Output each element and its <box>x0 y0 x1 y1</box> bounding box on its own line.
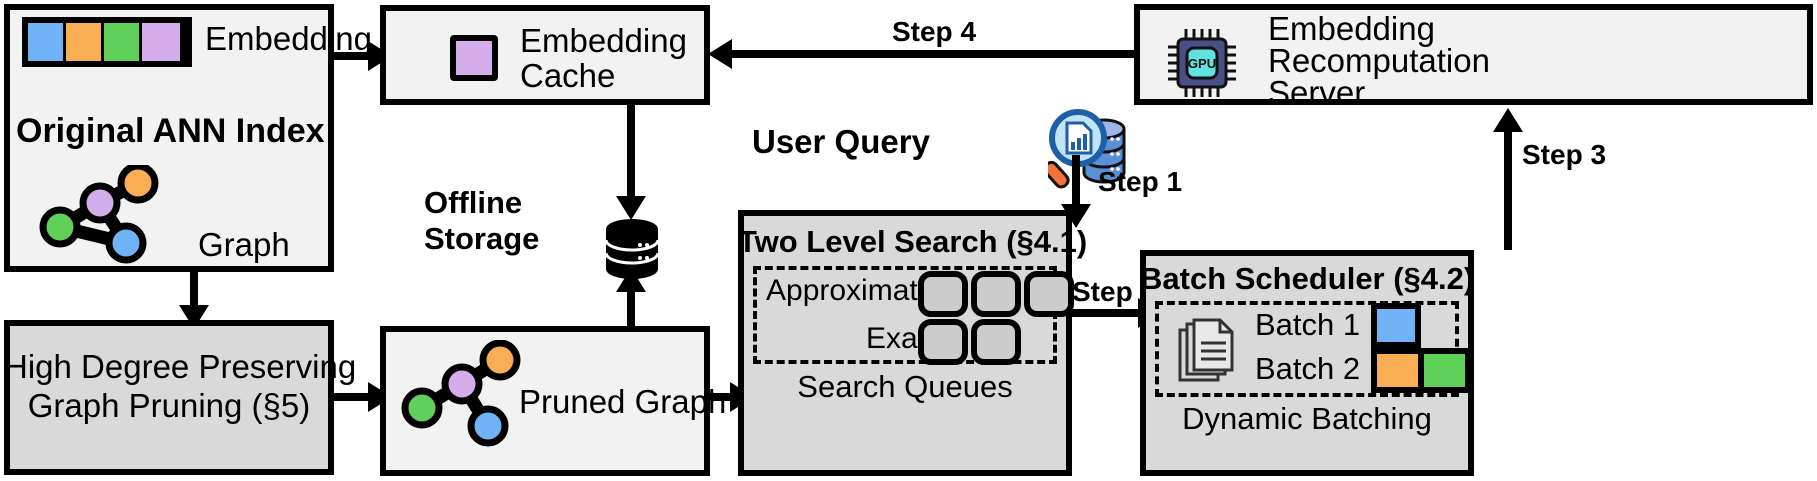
embedding-cache-box <box>380 5 710 105</box>
search-queues-footer: Search Queues <box>797 369 1013 404</box>
embedding-cache-line2: Cache <box>520 57 616 94</box>
graph-pruning-line2: Graph Pruning (§5) <box>27 387 311 424</box>
two-level-search-title: Two Level Search (§4.1) <box>738 224 1088 259</box>
arrow-step1-shaft <box>1072 155 1080 207</box>
original-graph-icon <box>39 165 159 264</box>
embedding-cell-blue <box>28 23 66 61</box>
gpu-icon-text: GPU <box>1188 56 1216 71</box>
approximate-label: Approximate <box>766 274 935 307</box>
recomputation-server-line2: Recomputation <box>1268 42 1490 79</box>
arrow-cache-to-storage-shaft <box>627 105 635 199</box>
embedding-cell-green <box>104 23 142 61</box>
step1-label: Step 1 <box>1098 166 1183 197</box>
arrow-pruned-to-storage-head <box>616 268 646 292</box>
original-ann-index-title: Original ANN Index <box>16 112 325 150</box>
queue-slot[interactable] <box>971 319 1021 365</box>
queue-slot[interactable] <box>918 319 968 365</box>
arrow-step4-head <box>708 39 732 69</box>
arrow-index-to-cache-shaft <box>334 52 372 60</box>
arrow-index-to-pruning-shaft <box>190 272 198 308</box>
arrow-step3-shaft <box>1504 130 1512 250</box>
arrow-pruned-to-search-shaft <box>710 393 736 401</box>
pruned-graph-label: Pruned Graph <box>519 383 727 420</box>
embedding-cell-orange <box>66 23 104 61</box>
batch-scheduler-title: Batch Scheduler (§4.2) <box>1140 261 1475 296</box>
arrow-step3-head <box>1493 108 1523 132</box>
batch-2-label: Batch 2 <box>1255 351 1361 386</box>
queue-slot[interactable] <box>918 271 968 317</box>
arrow-step2-shaft <box>1072 309 1144 317</box>
document-stack-icon <box>1178 318 1234 382</box>
dynamic-batching-footer: Dynamic Batching <box>1182 401 1432 436</box>
step4-label: Step 4 <box>891 16 977 47</box>
arrow-cache-to-storage-head <box>616 196 646 220</box>
user-query-label: User Query <box>752 123 930 160</box>
queue-slot[interactable] <box>971 271 1021 317</box>
graph-pruning-line1: High Degree Preserving <box>4 348 357 385</box>
queue-slot[interactable] <box>1024 271 1074 317</box>
embedding-cache-swatch <box>450 35 498 81</box>
batch-2-squares <box>1371 348 1471 393</box>
recomputation-server-line3: Server <box>1268 74 1366 111</box>
gpu-chip-icon: GPU <box>1168 29 1236 97</box>
step3-label: Step 3 <box>1522 139 1607 170</box>
embedding-strip <box>22 17 192 67</box>
offline-storage-line1: Offline <box>424 185 523 220</box>
batch-square-orange <box>1371 348 1421 393</box>
step2-label: Step 2 <box>1072 276 1157 307</box>
embedding-cache-line1: Embedding <box>520 22 687 59</box>
embedding-cell-purple <box>142 23 180 61</box>
arrow-pruned-to-storage-shaft <box>627 290 635 328</box>
batch-square-green <box>1421 348 1471 393</box>
recomputation-server-line1: Embedding <box>1268 10 1435 47</box>
embedding-label: Embedding <box>205 20 372 57</box>
arrow-pruning-to-pruned-shaft <box>334 393 372 401</box>
arrow-step4-shaft <box>730 50 1138 58</box>
pruned-graph-icon <box>401 340 521 447</box>
exact-slot-row <box>918 319 1021 365</box>
offline-storage-line2: Storage <box>424 221 540 256</box>
graph-label: Graph <box>198 226 290 263</box>
batch-1-squares <box>1371 303 1421 348</box>
batch-1-label: Batch 1 <box>1255 307 1361 342</box>
approximate-slot-row <box>918 271 1074 317</box>
batch-square-blue <box>1371 303 1421 348</box>
recomputation-server-box <box>1134 4 1813 105</box>
graph-pruning-box <box>4 320 334 475</box>
